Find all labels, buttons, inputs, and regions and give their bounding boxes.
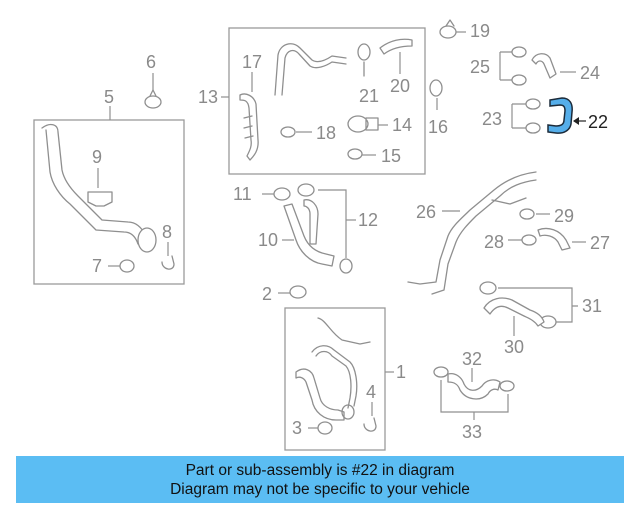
callout-32: 32	[462, 349, 482, 369]
info-banner: Part or sub-assembly is #22 in diagram D…	[16, 456, 624, 503]
callout-28: 28	[484, 232, 504, 252]
part-29-clamp	[519, 208, 535, 220]
part-30-hose	[483, 297, 545, 327]
callout-2: 2	[262, 284, 272, 304]
part-22-hose-highlighted	[547, 97, 573, 134]
part-5-end	[137, 227, 157, 253]
part-14-fitting	[347, 115, 379, 133]
callout-10: 10	[258, 230, 278, 250]
part-6-clamp	[144, 89, 162, 109]
callout-29: 29	[554, 206, 574, 226]
callout-18: 18	[316, 123, 336, 143]
banner-line-2: Diagram may not be specific to your vehi…	[170, 481, 470, 498]
part-12-clamp-b	[339, 258, 353, 274]
callout-1: 1	[396, 362, 406, 382]
callout-3: 3	[292, 418, 302, 438]
callout-15: 15	[381, 146, 401, 166]
callout-14: 14	[392, 115, 412, 135]
part-31-clamp-a	[479, 281, 497, 295]
group-box-13	[228, 27, 426, 175]
banner-line-1: Part or sub-assembly is #22 in diagram	[185, 462, 455, 479]
part-12-clamp	[297, 183, 315, 197]
callout-17: 17	[242, 52, 262, 72]
part-10-hose	[283, 203, 335, 267]
part-25-clamp-a	[511, 46, 527, 58]
callout-6: 6	[146, 52, 156, 72]
callout-7: 7	[92, 256, 102, 276]
part-1-clamp	[341, 404, 355, 420]
callout-21: 21	[359, 86, 379, 106]
callout-24: 24	[580, 63, 600, 83]
part-24-hose	[531, 53, 557, 79]
part-11-clamp	[273, 187, 291, 201]
arrow-22-icon	[573, 117, 579, 125]
part-10-hose-b	[303, 199, 319, 245]
part-23-clamp-a	[525, 98, 541, 110]
part-26-pipe	[407, 171, 537, 295]
callout-4: 4	[366, 382, 376, 402]
part-1-hose	[295, 368, 345, 421]
part-9-bracket	[87, 191, 113, 207]
part-18-clamp	[280, 126, 296, 138]
part-28-clamp	[521, 234, 537, 246]
part-tube-upper	[274, 43, 347, 96]
callout-19: 19	[470, 21, 490, 41]
callout-25: 25	[470, 57, 490, 77]
part-20-hose	[379, 38, 413, 55]
callout-8: 8	[162, 222, 172, 242]
callout-30: 30	[504, 337, 524, 357]
part-33-clamp-b	[499, 380, 515, 392]
callout-12: 12	[358, 210, 378, 230]
part-19-clamp	[439, 19, 457, 39]
part-1-pipe	[311, 317, 371, 409]
part-15-clamp	[347, 148, 363, 160]
part-21-clamp	[357, 43, 371, 77]
part-16-clamp	[429, 79, 443, 97]
callout-13: 13	[198, 87, 218, 107]
part-5-pipe	[41, 123, 147, 245]
callout-22: 22	[588, 112, 608, 132]
callout-9: 9	[92, 147, 102, 167]
group-box-5	[33, 119, 185, 285]
part-33-clamp-a	[433, 366, 449, 378]
callout-33: 33	[462, 422, 482, 442]
callout-16: 16	[428, 117, 448, 137]
part-32-hose	[447, 372, 501, 400]
callout-27: 27	[590, 233, 610, 253]
callout-23: 23	[482, 109, 502, 129]
part-3-oring	[317, 421, 333, 435]
part-2-clamp	[289, 285, 307, 299]
part-25-clamp-b	[511, 74, 527, 86]
part-7-oring	[119, 259, 135, 273]
part-27-hose	[537, 227, 571, 251]
group-box-1	[284, 307, 386, 451]
part-8-clip	[161, 255, 175, 270]
parts-diagram: 13 17 21 20 14 18 15 19 6 16 25 24 23 22…	[33, 19, 610, 451]
callout-26: 26	[416, 202, 436, 222]
callout-5: 5	[104, 87, 114, 107]
callout-11: 11	[233, 184, 252, 204]
callout-31: 31	[582, 296, 602, 316]
callout-20: 20	[390, 76, 410, 96]
part-4-clip	[363, 417, 377, 432]
part-23-clamp-b	[525, 122, 541, 134]
part-17-hose	[239, 93, 259, 161]
